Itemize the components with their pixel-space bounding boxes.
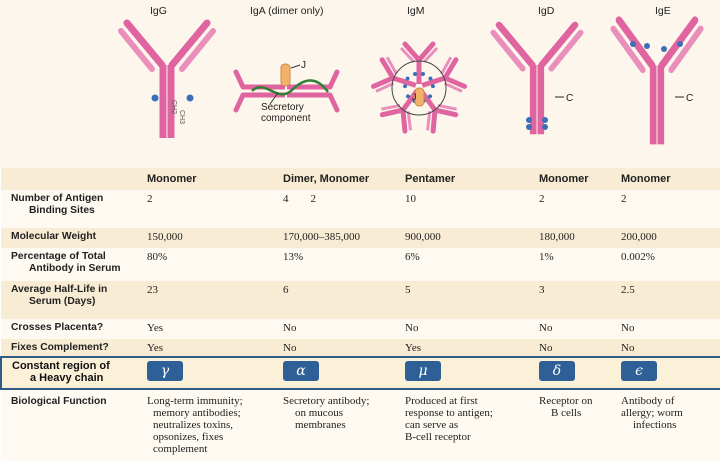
ige-heavy-chain: ϵ (621, 361, 657, 381)
iga-molecule: J Secretory component (233, 60, 340, 124)
ige-molecular-weight: 200,000 (611, 228, 720, 248)
ige-structure: Monomer (611, 168, 720, 190)
igd-c-label: C (566, 93, 573, 104)
molecular-weight-label: Molecular Weight (1, 228, 137, 248)
igm-binding-sites: 10 (395, 190, 529, 228)
igg-molecular-weight: 150,000 (137, 228, 273, 248)
properties-table: Monomer Dimer, Monomer Pentamer Monomer … (0, 168, 720, 461)
igg-function: Long-term immunity;memory antibodies;neu… (137, 389, 273, 461)
iga-crosses-placenta: No (273, 319, 395, 339)
iga-heavy-chain: α (283, 361, 319, 381)
ige-c-label: C (686, 93, 693, 104)
antibody-illustrations: CH2 CH3 J Secretory component (0, 0, 720, 168)
igd-crosses-placenta: No (529, 319, 611, 339)
igm-molecular-weight: 900,000 (395, 228, 529, 248)
igm-j-chain-label: J (412, 92, 417, 102)
molecular-weight-row: Molecular Weight 150,000 170,000–385,000… (1, 228, 720, 248)
ige-fixes-complement: No (611, 339, 720, 357)
iga-binding-sites: 4 2 (273, 190, 395, 228)
igm-crosses-placenta: No (395, 319, 529, 339)
igd-half-life: 3 (529, 281, 611, 319)
fixes-complement-row: Fixes Complement? Yes No Yes No No (1, 339, 720, 357)
igd-molecule: C (493, 25, 580, 134)
igg-half-life: 23 (137, 281, 273, 319)
crosses-placenta-row: Crosses Placenta? Yes No No No No (1, 319, 720, 339)
igg-crosses-placenta: Yes (137, 319, 273, 339)
crosses-placenta-label: Crosses Placenta? (1, 319, 137, 339)
igm-structure: Pentamer (395, 168, 529, 190)
igg-binding-sites: 2 (137, 190, 273, 228)
ch2-label: CH2 (170, 100, 177, 114)
iga-half-life: 6 (273, 281, 395, 319)
structure-row: Monomer Dimer, Monomer Pentamer Monomer … (1, 168, 720, 190)
ige-half-life: 2.5 (611, 281, 720, 319)
iga-percent-serum: 13% (273, 248, 395, 281)
antibody-structure-diagram: IgG IgA (dimer only) IgM IgD IgE (0, 0, 720, 168)
iga-fixes-complement: No (273, 339, 395, 357)
iga-title: IgA (dimer only) (250, 5, 324, 17)
igg-title: IgG (150, 5, 167, 17)
igd-binding-sites: 2 (529, 190, 611, 228)
fixes-complement-label: Fixes Complement? (1, 339, 137, 357)
ige-binding-sites: 2 (611, 190, 720, 228)
igg-fixes-complement: Yes (137, 339, 273, 357)
igg-heavy-chain: γ (147, 361, 183, 381)
iga-structure: Dimer, Monomer (273, 168, 395, 190)
igm-half-life: 5 (395, 281, 529, 319)
igm-percent-serum: 6% (395, 248, 529, 281)
igg-percent-serum: 80% (137, 248, 273, 281)
igg-molecule: CH2 CH3 (121, 23, 213, 138)
igm-fixes-complement: Yes (395, 339, 529, 357)
function-row: Biological Function Long-term immunity;m… (1, 389, 720, 461)
igm-heavy-chain: μ (405, 361, 441, 381)
iga-j-chain-label: J (301, 60, 306, 71)
igd-heavy-chain: δ (539, 361, 575, 381)
igm-molecule: J (372, 44, 466, 134)
ch3-label: CH3 (178, 110, 185, 124)
igm-title: IgM (407, 5, 425, 17)
function-label: Biological Function (1, 389, 137, 461)
secretory-component-label-2: component (261, 113, 311, 124)
ige-title: IgE (655, 5, 671, 17)
ige-crosses-placenta: No (611, 319, 720, 339)
igd-structure: Monomer (529, 168, 611, 190)
igd-title: IgD (538, 5, 555, 17)
ige-molecule: C (613, 20, 700, 144)
secretory-component-label-1: Secretory (261, 102, 304, 113)
iga-molecular-weight: 170,000–385,000 (273, 228, 395, 248)
igd-fixes-complement: No (529, 339, 611, 357)
igd-molecular-weight: 180,000 (529, 228, 611, 248)
igg-structure: Monomer (137, 168, 273, 190)
ige-percent-serum: 0.002% (611, 248, 720, 281)
igd-percent-serum: 1% (529, 248, 611, 281)
